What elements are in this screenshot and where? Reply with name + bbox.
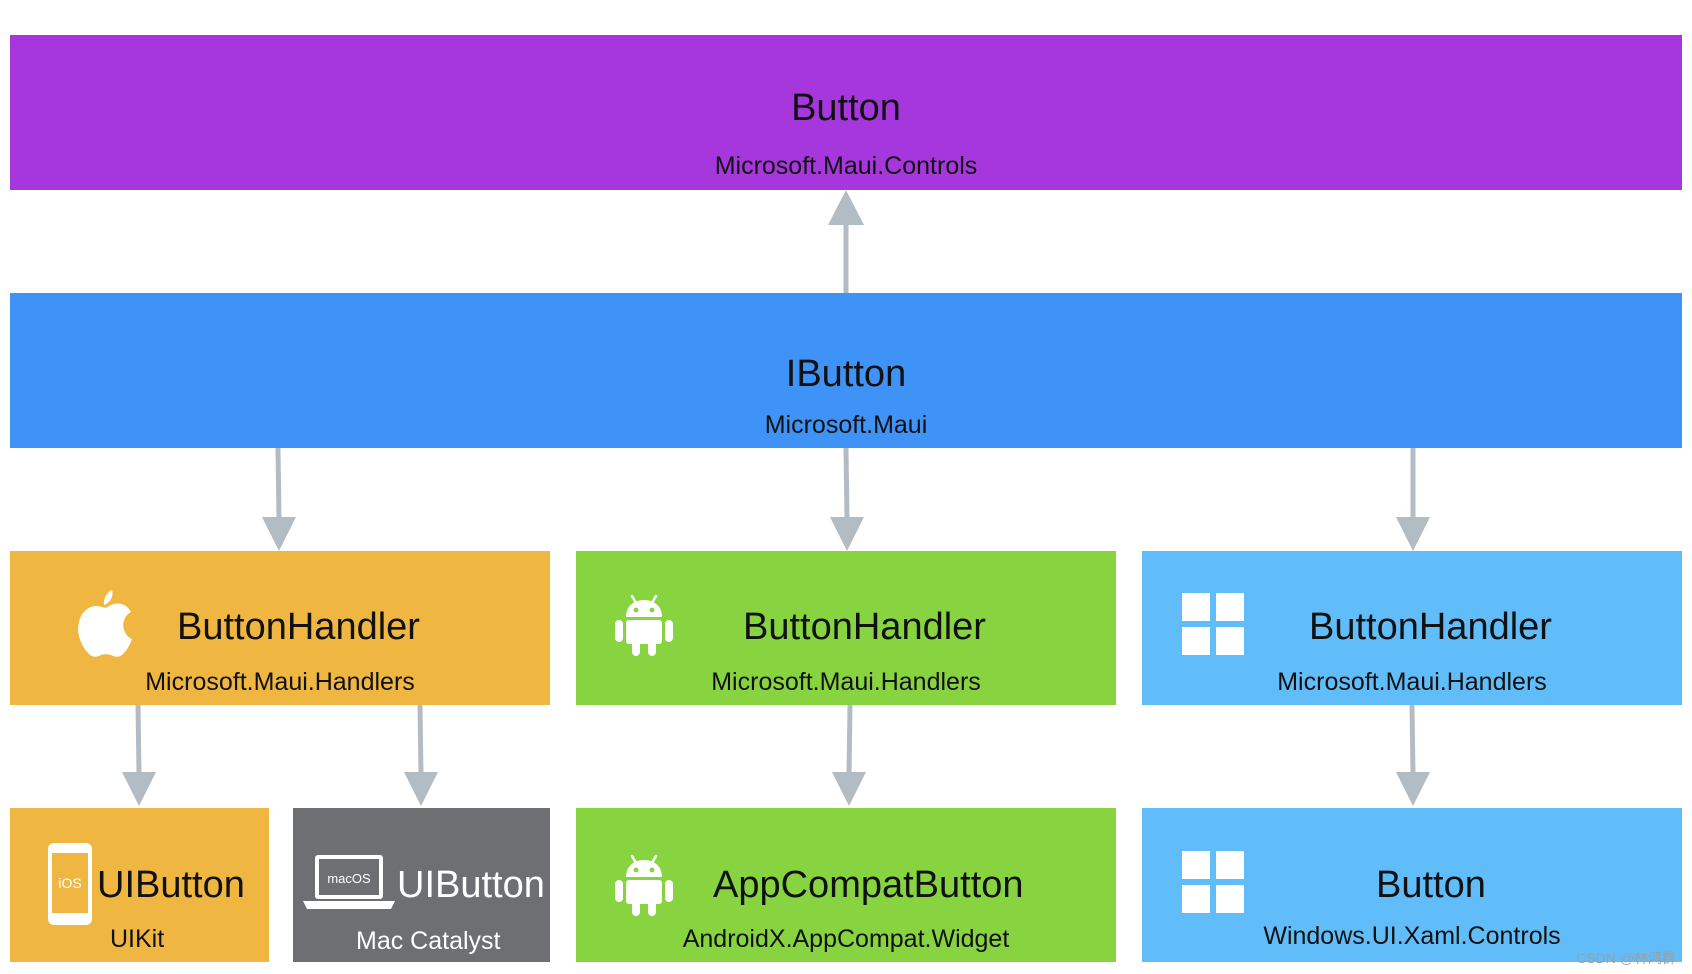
windows-handler-namespace: Microsoft.Maui.Handlers xyxy=(1277,668,1547,696)
apple-handler-title: ButtonHandler xyxy=(177,606,420,648)
controls-title: Button xyxy=(791,87,901,129)
uikit-namespace: UIKit xyxy=(110,925,165,953)
apple-handler-box: ButtonHandler Microsoft.Maui.Handlers xyxy=(10,551,550,705)
controls-box: Button Microsoft.Maui.Controls xyxy=(10,35,1682,190)
android-icon xyxy=(615,594,673,656)
arrow-ibutton-to-button xyxy=(828,190,864,293)
arrow-windows-handler-to-xaml xyxy=(1396,704,1430,806)
iphone-icon: iOS xyxy=(48,843,92,925)
xaml-box: Button Windows.UI.Xaml.Controls xyxy=(1142,808,1682,962)
arrow-ibutton-to-apple-handler xyxy=(262,447,296,551)
arrow-ibutton-to-android-handler xyxy=(830,447,864,551)
apple-handler-namespace: Microsoft.Maui.Handlers xyxy=(145,668,415,696)
arrow-apple-handler-to-uikit xyxy=(122,704,156,806)
windows-icon xyxy=(1182,851,1244,913)
arrow-apple-handler-to-maccatalyst xyxy=(404,704,438,806)
appcompat-box: AppCompatButton AndroidX.AppCompat.Widge… xyxy=(576,808,1116,962)
android-handler-title: ButtonHandler xyxy=(743,606,986,648)
apple-icon xyxy=(78,590,132,657)
xaml-namespace: Windows.UI.Xaml.Controls xyxy=(1263,922,1561,950)
maccatalyst-title: UIButton xyxy=(397,864,545,906)
uikit-box: iOS UIButton UIKit xyxy=(10,808,269,962)
appcompat-namespace: AndroidX.AppCompat.Widget xyxy=(682,925,1010,953)
xaml-title: Button xyxy=(1376,864,1486,906)
laptop-icon-label: macOS xyxy=(327,871,371,886)
core-box: IButton Microsoft.Maui xyxy=(10,293,1682,448)
android-handler-box: ButtonHandler Microsoft.Maui.Handlers xyxy=(576,551,1116,705)
windows-icon xyxy=(1182,593,1244,655)
controls-namespace: Microsoft.Maui.Controls xyxy=(714,152,978,180)
core-title: IButton xyxy=(785,353,907,395)
core-namespace: Microsoft.Maui xyxy=(764,411,928,439)
windows-handler-box: ButtonHandler Microsoft.Maui.Handlers xyxy=(1142,551,1682,705)
watermark: CSDN @林鸿群 xyxy=(1576,950,1676,966)
maccatalyst-namespace: Mac Catalyst xyxy=(356,927,501,955)
uikit-title: UIButton xyxy=(97,864,245,906)
appcompat-title: AppCompatButton xyxy=(713,864,1024,906)
android-icon xyxy=(615,854,673,916)
windows-handler-title: ButtonHandler xyxy=(1309,606,1552,648)
android-handler-namespace: Microsoft.Maui.Handlers xyxy=(711,668,981,696)
arrow-android-handler-to-appcompat xyxy=(832,704,866,806)
iphone-icon-label: iOS xyxy=(58,875,81,891)
maccatalyst-box: macOS UIButton Mac Catalyst xyxy=(293,808,550,962)
laptop-icon: macOS xyxy=(303,855,395,909)
arrow-ibutton-to-windows-handler xyxy=(1396,448,1430,551)
